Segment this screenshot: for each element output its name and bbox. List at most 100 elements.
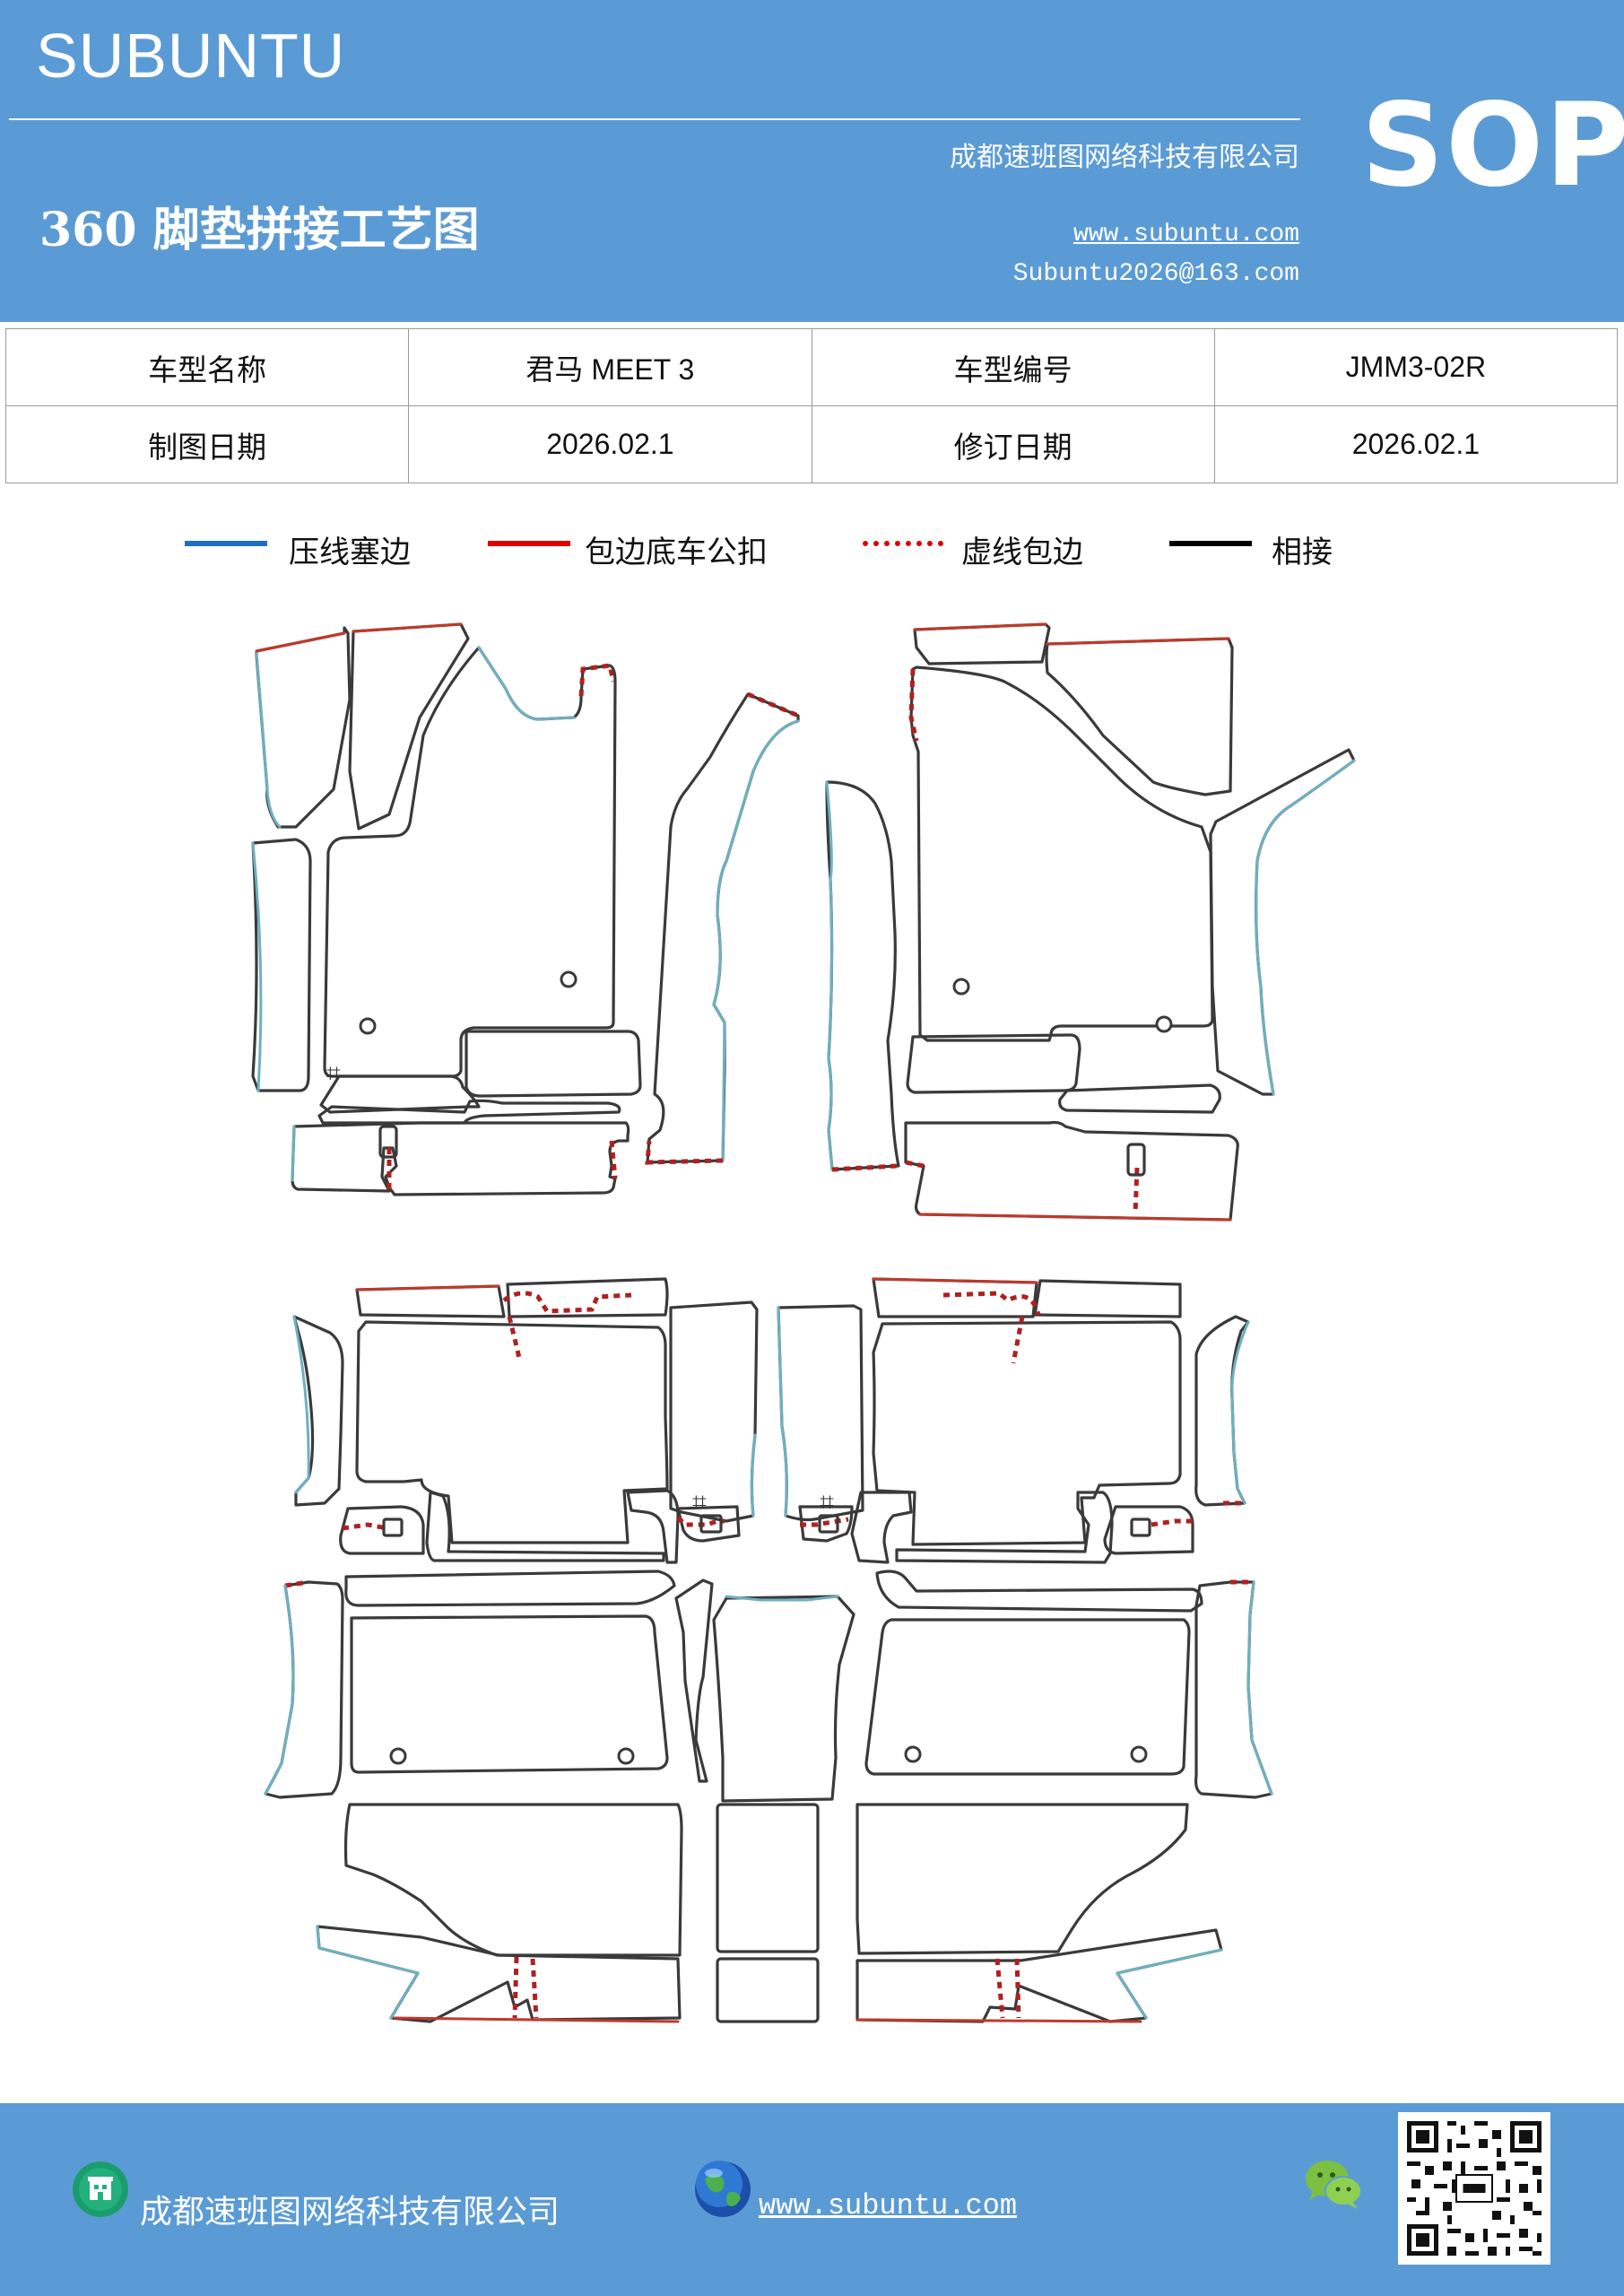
- mat-pattern-svg: ⌗: [251, 622, 1356, 2023]
- mat-piece: [1058, 1083, 1221, 1114]
- floor-mat-diagram: ⌗: [0, 592, 1624, 2045]
- mat-edge: [316, 1925, 420, 2020]
- mat-edge: [905, 1160, 925, 1169]
- mounting-hole: [359, 1017, 377, 1035]
- rear-left-mat-group: ⌗: [264, 1277, 759, 2023]
- building-icon: [73, 2161, 128, 2217]
- mat-piece: [291, 1121, 630, 1196]
- mat-piece: [855, 1928, 1223, 2023]
- legend-swatch-red-dotted: [863, 541, 943, 546]
- mat-edge: [393, 2016, 680, 2023]
- mat-edge: [1011, 1316, 1025, 1364]
- globe-icon: [695, 2161, 751, 2217]
- mat-piece: [255, 626, 352, 829]
- mat-piece: [850, 1491, 913, 1564]
- mat-piece: [798, 1505, 854, 1543]
- mat-piece: [348, 622, 470, 831]
- email-address: Subuntu2026@163.com: [1012, 260, 1299, 288]
- mat-piece: [1209, 748, 1356, 1096]
- header-divider: [9, 118, 1300, 120]
- footer-website-link[interactable]: www.subuntu.com: [759, 2189, 1018, 2222]
- mat-piece: [350, 1614, 669, 1774]
- mat-edge: [872, 1277, 1038, 1284]
- rear-right-mat-group: ⌗: [777, 1277, 1273, 2023]
- mat-edge: [530, 1958, 539, 2019]
- drawing-date-value: 2026.02.1: [408, 405, 812, 483]
- footer-company-name: 成都速班图网络科技有限公司: [140, 2194, 560, 2231]
- mat-cutout: [382, 1518, 404, 1537]
- mat-edge: [284, 1579, 309, 1588]
- wechat-icon: [1306, 2161, 1362, 2209]
- mat-cutout: [378, 1125, 398, 1159]
- vehicle-info-table: 车型名称 君马 MEET 3 车型编号 JMM3-02R 制图日期 2026.0…: [4, 328, 1619, 483]
- mat-piece: [343, 1803, 683, 1957]
- alignment-mark: ⌗: [820, 1487, 834, 1517]
- brand-name: SUBUNTU: [36, 21, 346, 91]
- mounting-hole: [1130, 1745, 1148, 1763]
- page-footer: 成都速班图网络科技有限公司 www.subuntu.com: [0, 2103, 1624, 2296]
- mat-edge: [255, 649, 282, 829]
- model-code-label: 车型编号: [811, 328, 1215, 406]
- legend-label: 虚线包边: [961, 535, 1083, 570]
- qr-code-pattern: [1398, 2112, 1550, 2265]
- mat-edge: [477, 646, 576, 721]
- mat-edge: [750, 1433, 757, 1518]
- mat-edge: [777, 1306, 788, 1518]
- mat-edge: [264, 1584, 295, 1796]
- mat-piece: [875, 1570, 1203, 1613]
- sop-badge: SOP: [1361, 79, 1624, 213]
- mat-piece: [317, 1099, 621, 1125]
- mat-edge: [1014, 1958, 1021, 2019]
- mat-piece: [913, 622, 1051, 665]
- mat-piece: [339, 1505, 425, 1555]
- table-row: 制图日期 2026.02.1 修订日期 2026.02.1: [4, 405, 1619, 483]
- mat-edge: [1116, 1948, 1223, 2020]
- alignment-mark: ⌗: [692, 1487, 707, 1517]
- mat-edge: [1133, 1167, 1140, 1215]
- model-code-value: JMM3-02R: [1213, 328, 1619, 406]
- mat-edge: [342, 1522, 388, 1531]
- mat-cutout: [1130, 1518, 1151, 1537]
- mat-piece: [292, 1315, 344, 1507]
- mounting-hole: [1155, 1015, 1173, 1033]
- mat-edge: [942, 1291, 1041, 1316]
- mat-edge: [645, 1140, 724, 1165]
- mat-piece: [1045, 637, 1234, 796]
- mat-edge: [291, 1125, 296, 1182]
- legend-label: 压线塞边: [289, 535, 411, 570]
- mat-piece: [465, 1030, 642, 1098]
- mat-edge: [908, 668, 919, 742]
- mat-edge: [712, 719, 800, 1162]
- mat-piece: [669, 1300, 759, 1523]
- mat-edge: [578, 663, 616, 697]
- mat-edge: [352, 622, 463, 633]
- mat-edge: [1046, 637, 1230, 646]
- mat-piece: [895, 1491, 1114, 1564]
- mat-edge: [1255, 759, 1356, 1096]
- mat-piece: [506, 1277, 669, 1318]
- mounting-hole: [904, 1745, 922, 1763]
- mat-piece: [909, 665, 1214, 1042]
- mat-edge: [855, 2018, 1142, 2023]
- mat-edge: [1151, 1518, 1193, 1527]
- mat-piece: [355, 1284, 506, 1318]
- qr-code[interactable]: [1398, 2112, 1550, 2265]
- legend-swatch-black: [1169, 541, 1252, 546]
- mat-piece: [251, 838, 312, 1092]
- mat-piece: [626, 1489, 680, 1564]
- website-link[interactable]: www.subuntu.com: [1073, 221, 1299, 248]
- page-title: 360 脚垫拼接工艺图: [39, 203, 480, 257]
- mat-piece: [825, 780, 900, 1171]
- page-header: SUBUNTU 成都速班图网络科技有限公司 360 脚垫拼接工艺图 www.su…: [0, 0, 1624, 322]
- mat-piece: [1103, 1505, 1194, 1555]
- mat-edge: [918, 1213, 1232, 1222]
- legend-label: 相接: [1272, 535, 1333, 570]
- mat-piece: [1033, 1279, 1182, 1318]
- mat-edge: [355, 1284, 500, 1292]
- mat-piece: [716, 1803, 820, 1953]
- mounting-hole: [389, 1747, 407, 1765]
- mat-cutout: [699, 1514, 723, 1534]
- model-name-label: 车型名称: [4, 328, 410, 406]
- legend-label: 包边底车公扣: [585, 535, 768, 570]
- mat-piece: [872, 1320, 1182, 1546]
